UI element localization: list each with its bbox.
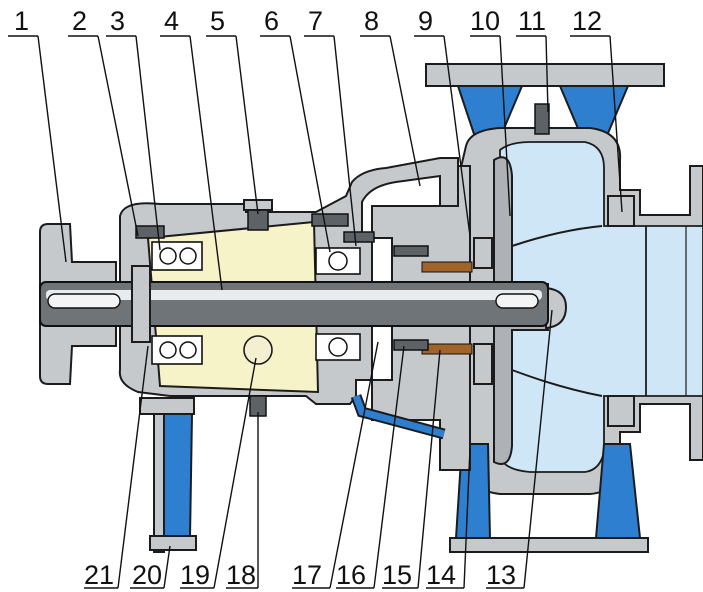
callout-label-14: 14 <box>426 560 456 590</box>
impeller-key <box>495 293 539 309</box>
callout-label-16: 16 <box>336 560 366 590</box>
throat-bush-top <box>473 237 493 269</box>
casing-base-plate <box>449 537 649 553</box>
leader-lines-top <box>8 35 623 291</box>
callout-label-17: 17 <box>292 560 322 590</box>
callout-label-11: 11 <box>518 6 546 36</box>
frame-bolt-top <box>311 213 349 227</box>
support-bracket <box>139 397 195 415</box>
support-foot-web <box>153 413 165 553</box>
callout-labels-bottom: 21 20 19 18 17 16 15 14 13 <box>84 560 516 590</box>
callout-label-19: 19 <box>180 560 210 590</box>
callout-label-20: 20 <box>132 560 162 590</box>
callout-label-13: 13 <box>486 560 516 590</box>
gland-bolt-top <box>393 245 429 257</box>
support-foot-base <box>149 535 197 551</box>
callout-label-4: 4 <box>164 6 179 36</box>
callout-labels-top: 1 2 3 4 5 6 7 8 9 10 11 12 <box>14 6 602 36</box>
frame-support <box>139 397 197 553</box>
casing-foot-right <box>594 443 642 539</box>
volute-casing <box>425 63 703 553</box>
callout-label-18: 18 <box>226 560 256 590</box>
callout-label-5: 5 <box>210 6 225 36</box>
frame-bolt-mid <box>343 231 375 243</box>
discharge-flange <box>425 63 665 87</box>
throat-bush-bottom <box>473 343 493 385</box>
callout-label-7: 7 <box>308 6 323 36</box>
oil-sight-glass <box>243 335 273 365</box>
callout-label-10: 10 <box>470 6 500 36</box>
bearing-pump-end <box>315 247 361 361</box>
callout-label-9: 9 <box>418 6 433 36</box>
callout-label-21: 21 <box>84 560 114 590</box>
suction-ring-bottom <box>607 395 635 427</box>
callout-label-1: 1 <box>14 6 29 36</box>
callout-label-15: 15 <box>382 560 412 590</box>
seal-ring-left <box>131 265 151 343</box>
drain-pipe <box>352 394 445 438</box>
volute-chamber <box>499 141 703 473</box>
shaft <box>39 265 549 343</box>
callout-label-6: 6 <box>264 6 279 36</box>
vent-plug <box>534 103 550 135</box>
bearing-drive-end <box>151 241 203 365</box>
callout-label-8: 8 <box>364 6 379 36</box>
leader-lines-bottom <box>84 309 553 589</box>
callout-label-3: 3 <box>110 6 125 36</box>
gland-bolt-bottom <box>393 339 429 351</box>
callout-label-12: 12 <box>572 6 602 36</box>
bearing-cover-bolt-top <box>135 225 165 239</box>
callout-label-2: 2 <box>72 6 87 36</box>
shaft-key <box>47 293 121 309</box>
